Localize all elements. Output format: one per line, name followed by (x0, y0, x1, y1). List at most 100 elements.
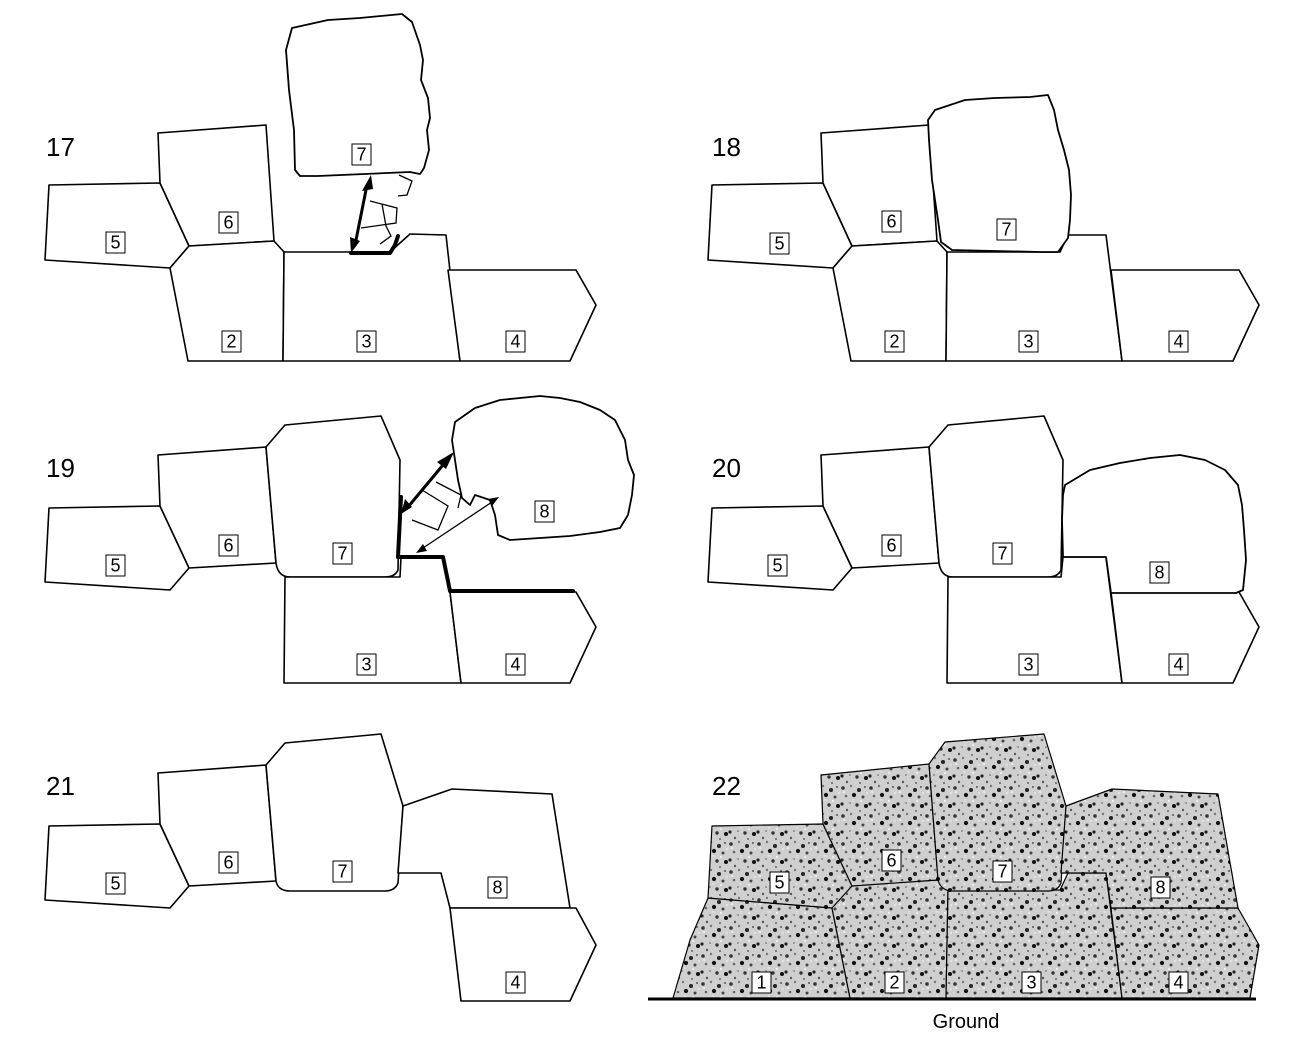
stone-8 (1060, 788, 1239, 909)
stone-8 (397, 788, 571, 909)
label-box (751, 971, 772, 994)
panel-number: 20 (712, 453, 741, 483)
stone-label: 5 (110, 556, 120, 576)
label-box (218, 211, 239, 234)
stone-6 (820, 763, 939, 887)
panel-number: 17 (46, 132, 75, 162)
panel-17: 17 5 6 7 2 3 4 (44, 13, 597, 362)
stone-6 (157, 764, 277, 887)
measure-arrow (353, 184, 369, 246)
label-box (1018, 653, 1039, 676)
stone-label: 6 (886, 851, 896, 871)
label-box (356, 653, 377, 676)
stone-label: 5 (772, 556, 782, 576)
stone-7 (265, 733, 404, 892)
arrow-head-top (362, 175, 373, 191)
label-box (1018, 330, 1039, 353)
stone-label: 4 (1173, 332, 1183, 352)
label-box (1149, 561, 1170, 584)
stone-label: 6 (886, 536, 896, 556)
stone-7-rough (285, 13, 431, 177)
label-box (105, 872, 126, 895)
label-box (1168, 971, 1189, 994)
label-box (332, 542, 353, 565)
stone-label: 5 (110, 874, 120, 894)
panel-19: 19 5 6 7 8 3 4 (44, 395, 635, 684)
seat-line (396, 495, 575, 593)
stone-8-rough (1061, 454, 1247, 594)
stone-label: 3 (361, 655, 371, 675)
stone-7-notch (397, 174, 413, 197)
stone-label: 4 (510, 332, 520, 352)
label-box (505, 330, 526, 353)
label-box (769, 871, 790, 894)
stone-label: 8 (492, 878, 502, 898)
transfer-lines (360, 200, 398, 229)
transfer-lines-2 (379, 203, 392, 245)
label-box (221, 330, 242, 353)
measure-arrow-thin (419, 499, 496, 551)
label-box (505, 653, 526, 676)
stone-label: 7 (356, 145, 366, 165)
label-box (351, 143, 372, 166)
label-box (992, 542, 1013, 565)
label-box (505, 971, 526, 994)
label-box (884, 971, 905, 994)
label-box (881, 849, 902, 872)
label-box (996, 218, 1017, 241)
transfer-lines-2 (435, 481, 462, 509)
label-box (1168, 653, 1189, 676)
panel-20: 20 5 6 7 8 3 4 (707, 415, 1260, 684)
arrow-head (416, 544, 427, 553)
stone-label: 8 (1154, 563, 1164, 583)
stone-6 (157, 446, 277, 569)
stone-4 (447, 269, 597, 362)
stone-label: 4 (1173, 655, 1183, 675)
stone-6 (820, 446, 940, 569)
arrow-head-bottom (350, 237, 360, 253)
label-box (356, 330, 377, 353)
arrow-head (437, 452, 454, 469)
stone-label: 3 (361, 332, 371, 352)
stone-label: 3 (1026, 973, 1036, 993)
stone-label: 7 (997, 862, 1007, 882)
stone-label: 7 (337, 862, 347, 882)
stone-5 (44, 823, 190, 909)
label-box (992, 860, 1013, 883)
panel-number: 22 (712, 771, 741, 801)
stone-label: 5 (774, 234, 784, 254)
stone-label: 3 (1023, 655, 1033, 675)
panel-22: 22 Ground 1 2 3 4 5 6 7 8 (648, 733, 1260, 1033)
transfer-lines (411, 489, 449, 531)
label-box (487, 876, 508, 899)
label-box (105, 554, 126, 577)
label-box (534, 500, 555, 523)
stone-label: 2 (889, 973, 899, 993)
stone-4 (1110, 269, 1260, 362)
stone-label: 8 (1155, 878, 1165, 898)
arrow-head (401, 499, 412, 514)
label-box (332, 860, 353, 883)
stone-5 (44, 505, 190, 591)
panel-number: 18 (712, 132, 741, 162)
panel-18: 18 5 6 7 2 3 4 (707, 94, 1260, 362)
panel-number: 21 (46, 771, 75, 801)
stone-label: 4 (510, 655, 520, 675)
stone-label: 6 (886, 212, 896, 232)
stone-label: 6 (223, 213, 233, 233)
arrow-head (488, 497, 499, 506)
label-box (218, 851, 239, 874)
label-box (884, 330, 905, 353)
stone-3 (945, 234, 1123, 362)
label-box (767, 554, 788, 577)
stone-7-rough (927, 94, 1072, 253)
label-box (105, 231, 126, 254)
label-box (1150, 876, 1171, 899)
label-box (881, 210, 902, 233)
stone-label: 7 (1001, 220, 1011, 240)
seat-line (349, 234, 400, 255)
label-box (881, 534, 902, 557)
label-box (1021, 971, 1042, 994)
stone-label: 5 (110, 233, 120, 253)
